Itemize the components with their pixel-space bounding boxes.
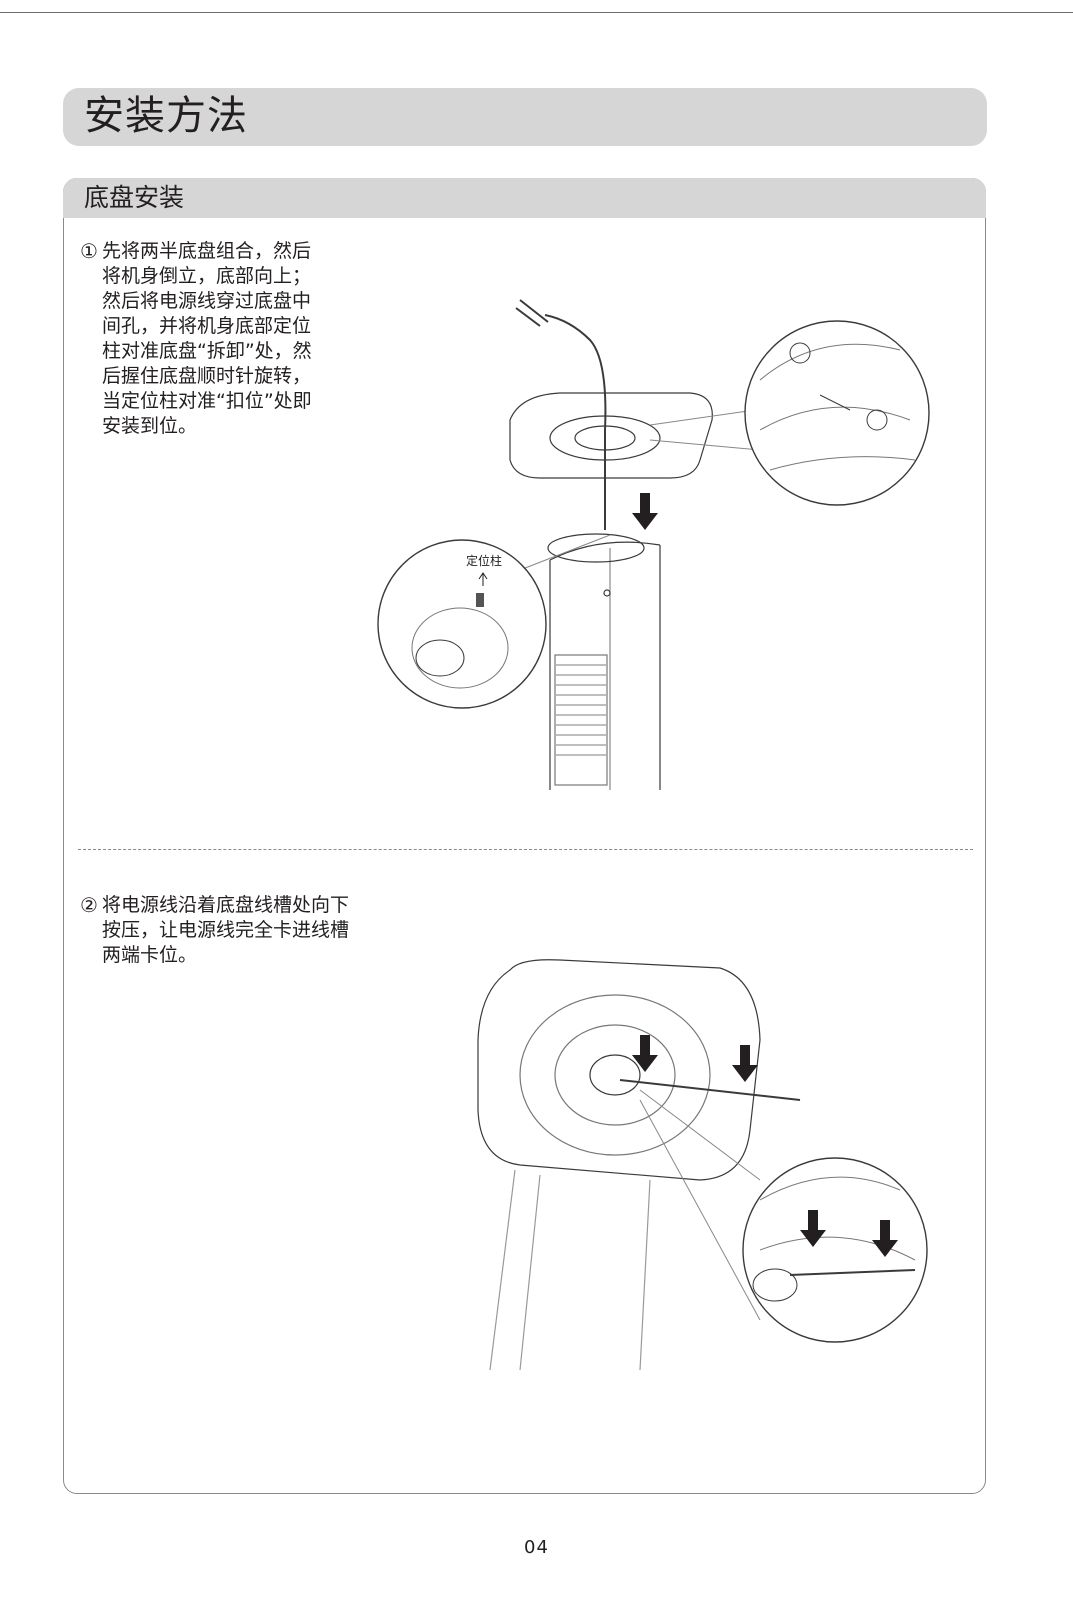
dashed-divider [78,849,973,850]
base-bottom-drawing [477,959,801,1371]
step-2-text: 将电源线沿着底盘线槽处向下 按压，让电源线完全卡进线槽 两端卡位。 [102,894,350,966]
section-title: 安装方法 [84,93,248,139]
subsection-header-bar [63,178,986,218]
section-header-bar [63,88,987,146]
zoom-callout-right [649,320,930,506]
page-number: 04 [524,1537,549,1558]
step-1: ① 先将两半底盘组合，然后 将机身倒立，底部向上； 然后将电源线穿过底盘中 间孔… [80,239,380,449]
zoom-callout-left [377,534,611,709]
top-rule [0,12,1073,13]
down-arrow-icon [632,493,658,530]
subsection-title: 底盘安装 [84,183,185,212]
locating-post-label: 定位柱 [466,554,503,568]
up-arrow-icon [478,572,488,586]
down-arrow-icon-1 [632,1035,658,1072]
down-arrow-icon-2 [732,1045,758,1082]
step-2-number: ② [80,893,98,917]
zoom-callout-bottom [639,1089,928,1343]
tower-body-drawing [509,299,713,790]
step-2: ② 将电源线沿着底盘线槽处向下 按压，让电源线完全卡进线槽 两端卡位。 [80,893,400,973]
step-1-text: 先将两半底盘组合，然后 将机身倒立，底部向上； 然后将电源线穿过底盘中 间孔，并… [102,240,312,437]
step-1-number: ① [80,239,98,263]
